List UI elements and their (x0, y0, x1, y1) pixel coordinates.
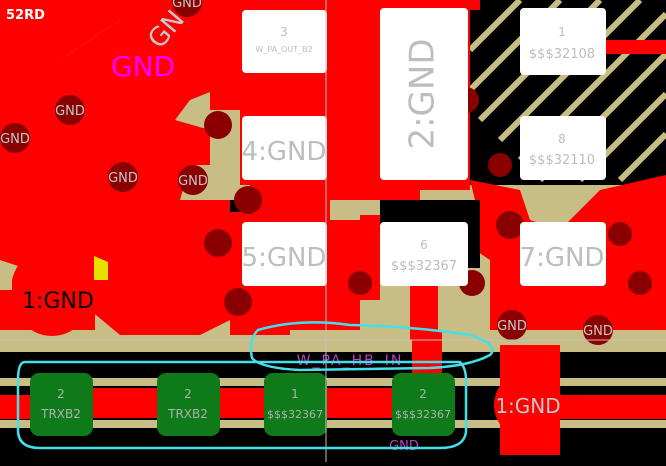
svg-text:GND: GND (108, 171, 138, 186)
svg-text:2: 2 (184, 387, 192, 401)
pad-8-net: $$$32110 (529, 153, 595, 168)
layer-label: 52RD (6, 8, 45, 23)
pad-1-gnd-left-label: 1:GND (22, 289, 94, 314)
pad-6[interactable]: 6 $$$32367 (380, 222, 468, 286)
svg-text:2: 2 (57, 387, 65, 401)
pad-1-net: $$$32108 (529, 47, 595, 62)
svg-text:TRXB2: TRXB2 (40, 407, 81, 421)
gnd-net-label: GND (111, 50, 175, 83)
svg-text:$$$32367: $$$32367 (395, 408, 451, 421)
pad-5-gnd[interactable]: 5:GND (242, 222, 327, 286)
via-gnd: GND (178, 165, 208, 195)
via-gnd: GND (55, 95, 85, 125)
svg-text:2: 2 (419, 387, 427, 401)
board-stripes (0, 340, 666, 428)
svg-text:GND: GND (172, 0, 202, 11)
pad-3[interactable]: 3 W_PA_OUT_B2 (242, 10, 327, 73)
pad-5-label: 5:GND (242, 243, 327, 273)
pad-3-number: 3 (280, 25, 288, 39)
svg-text:TRXB2: TRXB2 (167, 407, 208, 421)
via-gnd: GND (497, 310, 527, 340)
green-pad[interactable]: 2 TRXB2 (30, 373, 93, 436)
via-gnd: GND (0, 123, 30, 153)
pad-6-net: $$$32367 (391, 259, 457, 274)
svg-text:GND: GND (0, 132, 30, 147)
pad-1[interactable]: 1 $$$32108 (520, 8, 606, 75)
pad-4-gnd[interactable]: 4:GND (242, 116, 327, 180)
pad-8[interactable]: 8 $$$32110 (520, 116, 606, 180)
pad-2-label: 2:GND (403, 38, 443, 149)
svg-text:$$$32367: $$$32367 (267, 408, 323, 421)
pad-7-label: 7:GND (520, 243, 605, 273)
svg-text:GND: GND (178, 174, 208, 189)
selection-outline (16, 321, 494, 450)
via-gnd: GND (583, 315, 613, 345)
svg-text:GND: GND (55, 104, 85, 119)
pad-2-gnd[interactable]: 2:GND (380, 8, 468, 180)
pad-3-net: W_PA_OUT_B2 (255, 45, 312, 54)
svg-text:GND: GND (583, 324, 613, 339)
via-gnd: GND (108, 162, 138, 192)
pad-6-number: 6 (420, 238, 428, 252)
gnd-vias: GND GND GND GND GND GND GND (0, 0, 613, 345)
green-pad[interactable]: 2 $$$32367 (392, 373, 455, 436)
vias (204, 87, 652, 316)
bottom-copper (0, 330, 666, 455)
svg-text:1: 1 (291, 387, 299, 401)
pad-1-number: 1 (558, 25, 566, 39)
via-gnd: GND (172, 0, 202, 17)
net-label-gnd: GND (389, 439, 419, 454)
pad-1-gnd-left[interactable]: 1:GND (12, 247, 108, 336)
pad-4-label: 4:GND (242, 137, 327, 167)
green-pad[interactable]: 1 $$$32367 (264, 373, 327, 436)
pad-7-gnd[interactable]: 7:GND (520, 222, 606, 286)
pad-1-gnd-right-label: 1:GND (495, 394, 560, 418)
pad-8-number: 8 (558, 132, 566, 146)
svg-text:GND: GND (497, 319, 527, 334)
green-pad[interactable]: 2 TRXB2 (157, 373, 220, 436)
